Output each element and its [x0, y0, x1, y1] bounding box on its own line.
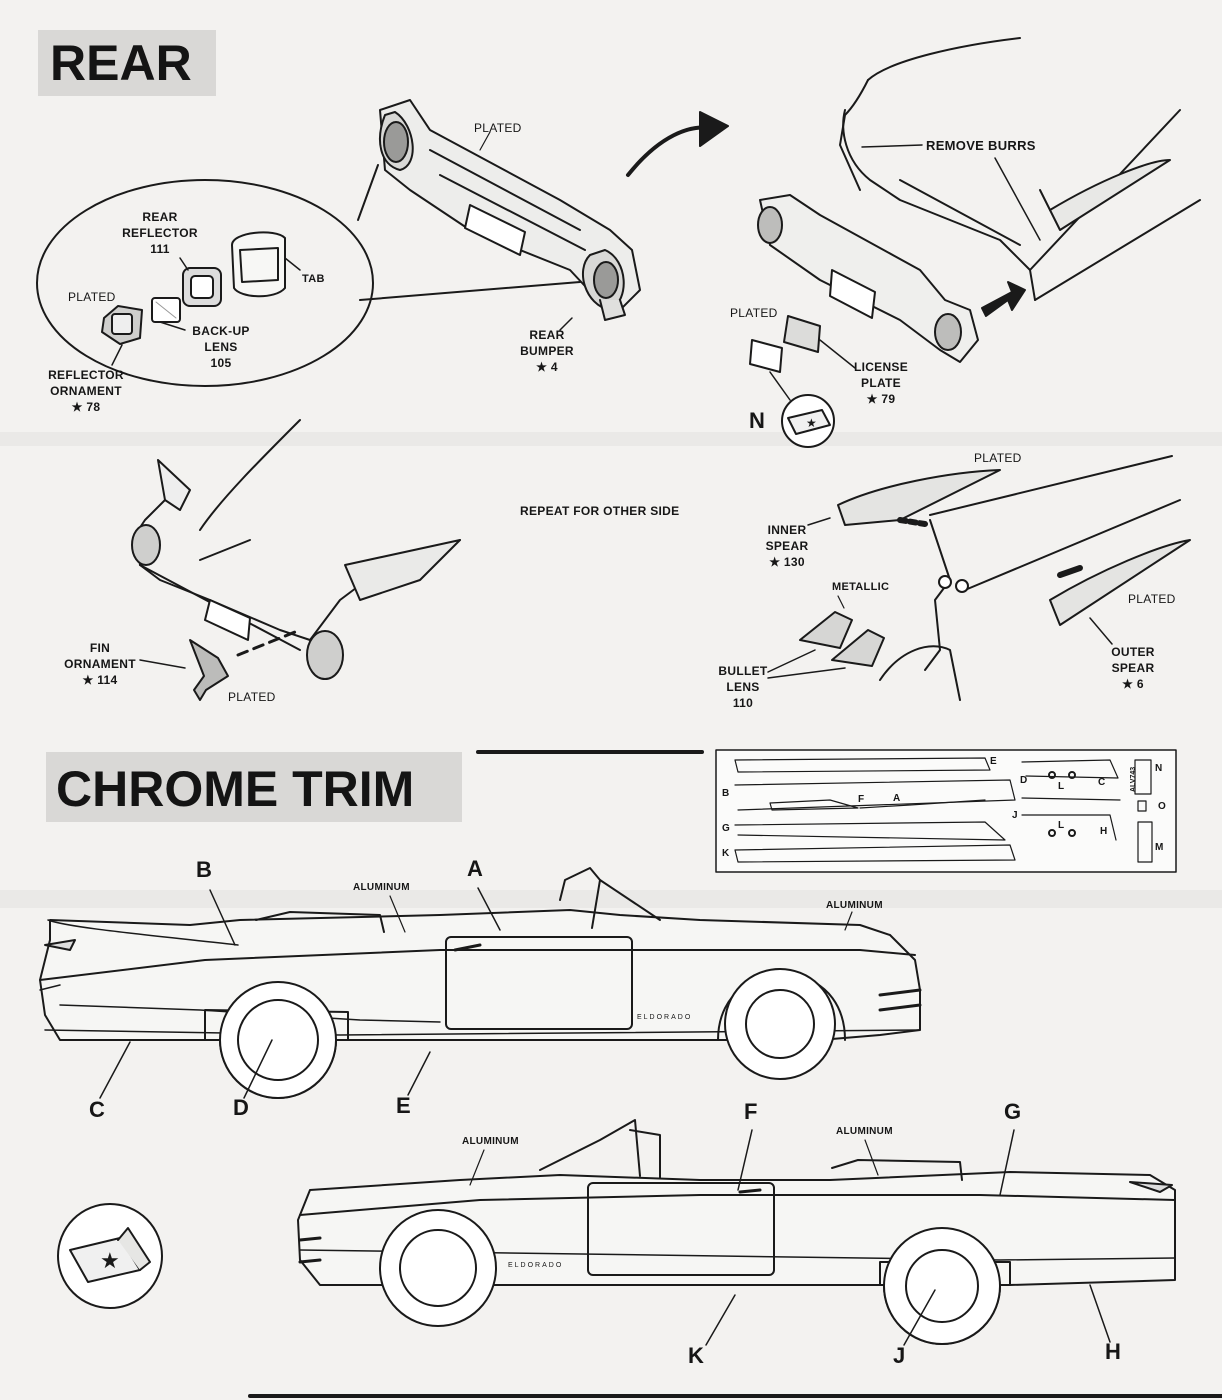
callout-b: B [196, 857, 213, 882]
leader-line [559, 317, 573, 331]
bullet-lens-parts [767, 517, 1113, 679]
decal-n-icon: ★ [781, 394, 835, 448]
label-outer-spear: OUTER SPEAR ★ 6 [1111, 645, 1155, 691]
label-aluminum-upper-left: ALUMINUM [353, 882, 410, 893]
insert-arrow [981, 281, 1026, 317]
badge-eldorado-lower: ELDORADO [508, 1262, 564, 1269]
rear-bumper-drawing [379, 99, 641, 321]
leader-line [479, 131, 491, 151]
label-plated-ornament: PLATED [68, 290, 116, 304]
label-plated-bumper: PLATED [474, 121, 522, 135]
callout-a: A [467, 856, 484, 881]
callout-e: E [396, 1093, 411, 1118]
section-title-chrome-trim: CHROME TRIM [46, 752, 462, 822]
decal-sheet [715, 749, 1177, 873]
decal-letter-g: G [722, 823, 730, 834]
label-aluminum-upper-right: ALUMINUM [826, 900, 883, 911]
decal-letter-j: J [1012, 810, 1018, 821]
label-metallic: METALLIC [832, 581, 890, 593]
fin-ornament-part [139, 628, 302, 701]
decal-letter-l: L [1058, 781, 1065, 792]
callout-h: H [1105, 1339, 1122, 1364]
decal-letter-o: O [1158, 801, 1166, 812]
label-plated-fin: PLATED [228, 690, 276, 704]
badge-eldorado-upper: ELDORADO [637, 1014, 693, 1021]
fin-rear-drawing [131, 419, 461, 680]
leader-line [994, 157, 1041, 241]
callout-k: K [688, 1343, 705, 1368]
label-aluminum-lower-right: ALUMINUM [836, 1126, 893, 1137]
decal-letter-l2: L [1058, 820, 1065, 831]
label-inner-spear: INNER SPEAR ★ 130 [765, 523, 809, 569]
decal-letter-a: A [893, 793, 901, 804]
process-arrow [626, 111, 729, 177]
label-remove-burrs: REMOVE BURRS [926, 138, 1036, 153]
decal-letter-m: M [1155, 842, 1164, 853]
section-title-rear: REAR [38, 30, 216, 96]
label-rear-bumper: REAR BUMPER ★ 4 [520, 328, 574, 374]
label-fin-ornament: FIN ORNAMENT ★ 114 [64, 641, 136, 687]
decal-letter-b: B [722, 788, 730, 799]
callout-c: C [89, 1097, 106, 1122]
callout-f: F [744, 1099, 758, 1124]
label-aluminum-lower-left: ALUMINUM [462, 1136, 519, 1147]
decal-tag-code: ALV743 [1130, 766, 1137, 792]
callout-d: D [233, 1095, 250, 1120]
label-tab: TAB [302, 273, 325, 285]
decal-letter-d: D [1020, 775, 1028, 786]
svg-text:★: ★ [100, 1248, 120, 1273]
decal-letter-n: N [1155, 763, 1163, 774]
rear-body-drawing [839, 37, 1201, 301]
fin-spear-drawing [837, 455, 1191, 701]
car-side-view-upper [39, 867, 922, 1099]
car-side-view-lower [297, 1119, 1176, 1346]
label-license-plate: LICENSE PLATE ★ 79 [853, 360, 909, 406]
callout-g: G [1004, 1099, 1022, 1124]
decal-letter-k: K [722, 848, 730, 859]
decal-tag-n: N [749, 408, 766, 433]
rear-bumper-assembled-drawing [757, 194, 979, 363]
decal-letter-h: H [1100, 826, 1108, 837]
label-bullet-lens: BULLET LENS 110 [718, 664, 768, 710]
decal-letter-e: E [990, 756, 997, 767]
label-repeat-other-side: REPEAT FOR OTHER SIDE [520, 504, 680, 518]
label-rear-reflector: REAR REFLECTOR 111 [122, 210, 198, 256]
svg-text:★: ★ [806, 416, 817, 430]
label-plated-inner: PLATED [974, 451, 1022, 465]
label-backup-lens: BACK-UP LENS 105 [192, 324, 250, 370]
decal-letter-f: F [858, 794, 865, 805]
leader-line [861, 144, 923, 148]
callout-j: J [893, 1343, 906, 1368]
decal-letter-c: C [1098, 777, 1106, 788]
license-parts [749, 315, 856, 401]
label-reflector-ornament: REFLECTOR ORNAMENT ★ 78 [48, 368, 124, 414]
decal-apply-icon: ★ [57, 1203, 163, 1309]
label-plated-license: PLATED [730, 306, 778, 320]
label-plated-outer: PLATED [1128, 592, 1176, 606]
detail-inset [36, 164, 581, 387]
